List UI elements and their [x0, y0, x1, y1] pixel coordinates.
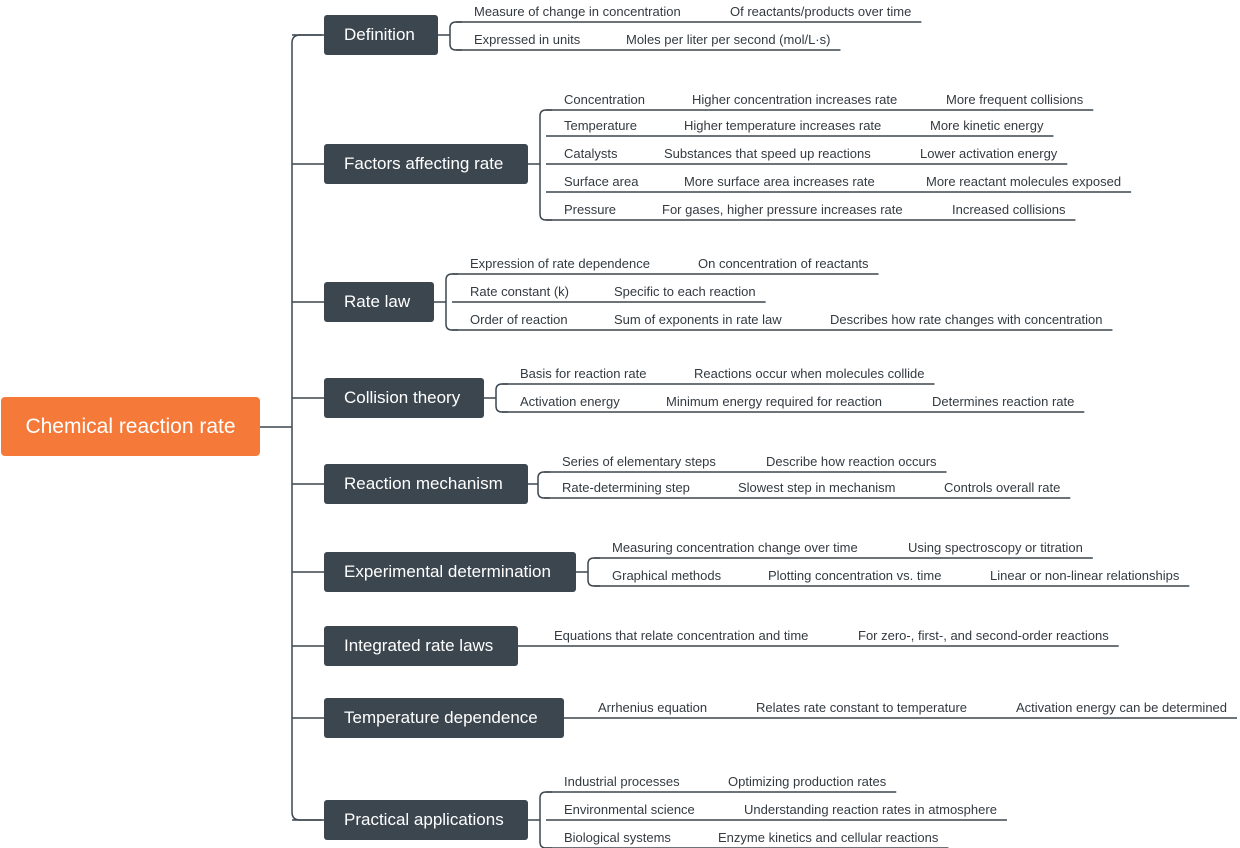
leaf-node[interactable]: Increased collisions [952, 202, 1066, 217]
leaf-node[interactable]: Plotting concentration vs. time [768, 568, 942, 583]
branch-node[interactable]: Rate law [324, 282, 434, 322]
leaf-node[interactable]: Of reactants/products over time [730, 4, 912, 19]
leaf-node[interactable]: Basis for reaction rate [520, 366, 647, 381]
leaf-node[interactable]: Catalysts [564, 146, 618, 161]
leaf-node[interactable]: Sum of exponents in rate law [614, 312, 782, 327]
branch-node[interactable]: Experimental determination [324, 552, 576, 592]
leaf-node[interactable]: Equations that relate concentration and … [554, 628, 809, 643]
leaf-node[interactable]: Concentration [564, 92, 645, 107]
leaf-node[interactable]: Specific to each reaction [614, 284, 756, 299]
leaf-node[interactable]: Activation energy can be determined [1016, 700, 1228, 715]
main-spine [291, 34, 322, 821]
leaf-node[interactable]: Relates rate constant to temperature [756, 700, 968, 715]
leaf-node[interactable]: Higher temperature increases rate [684, 118, 882, 133]
leaf-node[interactable]: More frequent collisions [946, 92, 1084, 107]
leaf-node[interactable]: Enzyme kinetics and cellular reactions [718, 830, 939, 845]
branch-node[interactable]: Integrated rate laws [324, 626, 518, 666]
leaf-node[interactable]: Slowest step in mechanism [738, 480, 896, 495]
leaf-node[interactable]: Lower activation energy [920, 146, 1058, 161]
branch-node[interactable]: Practical applications [324, 800, 528, 840]
leaf-node[interactable]: Expressed in units [474, 32, 581, 47]
leaf-node[interactable]: Series of elementary steps [562, 454, 716, 469]
leaf-node[interactable]: For gases, higher pressure increases rat… [662, 202, 903, 217]
leaf-node[interactable]: Expression of rate dependence [470, 256, 650, 271]
leaf-node[interactable]: Describes how rate changes with concentr… [830, 312, 1103, 327]
sub-bracket [495, 383, 508, 413]
leaf-node[interactable]: Graphical methods [612, 568, 722, 583]
leaf-node[interactable]: Higher concentration increases rate [692, 92, 898, 107]
leaf-node[interactable]: Understanding reaction rates in atmosphe… [744, 802, 997, 817]
branch-node[interactable]: Temperature dependence [324, 698, 564, 738]
sub-bracket [537, 471, 550, 499]
leaf-node[interactable]: Measuring concentration change over time [612, 540, 858, 555]
sub-bracket [587, 557, 600, 587]
leaf-node[interactable]: Pressure [564, 202, 617, 217]
leaf-node[interactable]: Activation energy [520, 394, 620, 409]
leaf-node[interactable]: For zero-, first-, and second-order reac… [858, 628, 1109, 643]
branch-node[interactable]: Reaction mechanism [324, 464, 528, 504]
leaf-node[interactable]: Optimizing production rates [728, 774, 887, 789]
leaf-node[interactable]: More surface area increases rate [684, 174, 875, 189]
leaf-node[interactable]: More reactant molecules exposed [926, 174, 1122, 189]
leaf-node[interactable]: Linear or non-linear relationships [990, 568, 1180, 583]
leaf-node[interactable]: Temperature [564, 118, 637, 133]
leaf-node[interactable]: On concentration of reactants [698, 256, 869, 271]
branch-node[interactable]: Definition [324, 15, 438, 55]
leaf-node[interactable]: Biological systems [564, 830, 671, 845]
leaf-node[interactable]: Determines reaction rate [932, 394, 1075, 409]
leaf-node[interactable]: Moles per liter per second (mol/L·s) [626, 32, 831, 47]
leaf-node[interactable]: Rate constant (k) [470, 284, 569, 299]
sub-bracket [539, 109, 552, 221]
leaf-node[interactable]: Arrhenius equation [598, 700, 708, 715]
leaf-node[interactable]: Reactions occur when molecules collide [694, 366, 925, 381]
leaf-node[interactable]: Controls overall rate [944, 480, 1061, 495]
branch-node[interactable]: Factors affecting rate [324, 144, 528, 184]
root-topic[interactable]: Chemical reaction rate [1, 397, 260, 456]
branch-node[interactable]: Collision theory [324, 378, 484, 418]
leaf-node[interactable]: Rate-determining step [562, 480, 690, 495]
leaf-node[interactable]: Order of reaction [470, 312, 568, 327]
leaf-node[interactable]: Environmental science [564, 802, 695, 817]
leaf-node[interactable]: Substances that speed up reactions [664, 146, 871, 161]
leaf-node[interactable]: Minimum energy required for reaction [666, 394, 883, 409]
leaf-node[interactable]: Industrial processes [564, 774, 680, 789]
leaf-node[interactable]: Using spectroscopy or titration [908, 540, 1083, 555]
leaf-node[interactable]: Describe how reaction occurs [766, 454, 937, 469]
leaf-node[interactable]: Surface area [564, 174, 639, 189]
leaf-node[interactable]: More kinetic energy [930, 118, 1044, 133]
leaf-node[interactable]: Measure of change in concentration [474, 4, 681, 19]
sub-bracket [449, 21, 462, 51]
